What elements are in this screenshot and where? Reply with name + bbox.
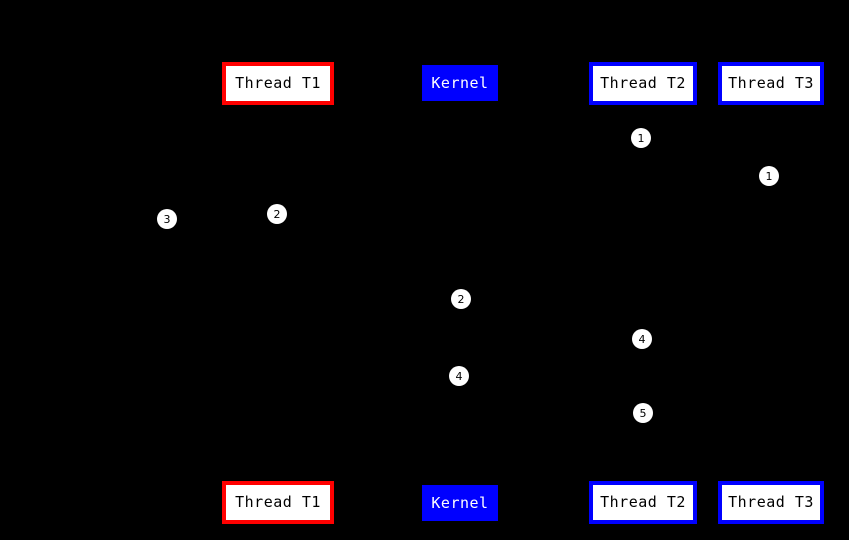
msg-kernel-2-arrowhead-icon xyxy=(500,295,508,303)
msg-t1-left xyxy=(167,219,278,220)
participant-kernel: Kernel xyxy=(422,65,498,101)
participant-thread-t2: Thread T2 xyxy=(589,62,697,105)
participant-label: Kernel xyxy=(431,493,489,512)
participant-label: Thread T3 xyxy=(728,74,814,92)
msg-kernel-4 xyxy=(420,376,460,377)
lifeline-thread-t1 xyxy=(278,105,279,481)
step-marker-t2-5: 5 xyxy=(633,403,653,423)
participant-label: Kernel xyxy=(431,73,489,92)
step-marker-t2-1: 1 xyxy=(631,128,651,148)
participant-thread-t3-bottom: Thread T3 xyxy=(718,481,824,524)
participant-label: Thread T3 xyxy=(728,493,814,511)
step-marker-left-3: 3 xyxy=(157,209,177,229)
step-marker-t1-2: 2 xyxy=(267,204,287,224)
msg-t3-to-t2 xyxy=(643,138,771,139)
lifeline-thread-t3 xyxy=(771,105,772,481)
msg-kernel-4-arrowhead-icon xyxy=(412,372,420,380)
participant-label: Thread T2 xyxy=(600,493,686,511)
participant-thread-t1: Thread T1 xyxy=(222,62,334,105)
lifeline-thread-t2 xyxy=(643,105,644,481)
participant-thread-t1-bottom: Thread T1 xyxy=(222,481,334,524)
participant-label: Thread T1 xyxy=(235,74,321,92)
participant-label: Thread T1 xyxy=(235,493,321,511)
participant-thread-t3: Thread T3 xyxy=(718,62,824,105)
msg-t2-4 xyxy=(600,339,643,340)
msg-t1-down-arrowhead-icon xyxy=(300,210,308,218)
step-marker-kernel-2: 2 xyxy=(451,289,471,309)
participant-kernel-bottom: Kernel xyxy=(422,485,498,521)
msg-t3-self xyxy=(771,176,800,177)
step-marker-t3-1: 1 xyxy=(759,166,779,186)
msg-t1-down xyxy=(278,214,300,215)
step-marker-t2-4: 4 xyxy=(632,329,652,349)
step-marker-kernel-4: 4 xyxy=(449,366,469,386)
msg-kernel-2 xyxy=(461,299,500,300)
participant-thread-t2-bottom: Thread T2 xyxy=(589,481,697,524)
msg-t2-5 xyxy=(600,413,643,414)
participant-label: Thread T2 xyxy=(600,74,686,92)
